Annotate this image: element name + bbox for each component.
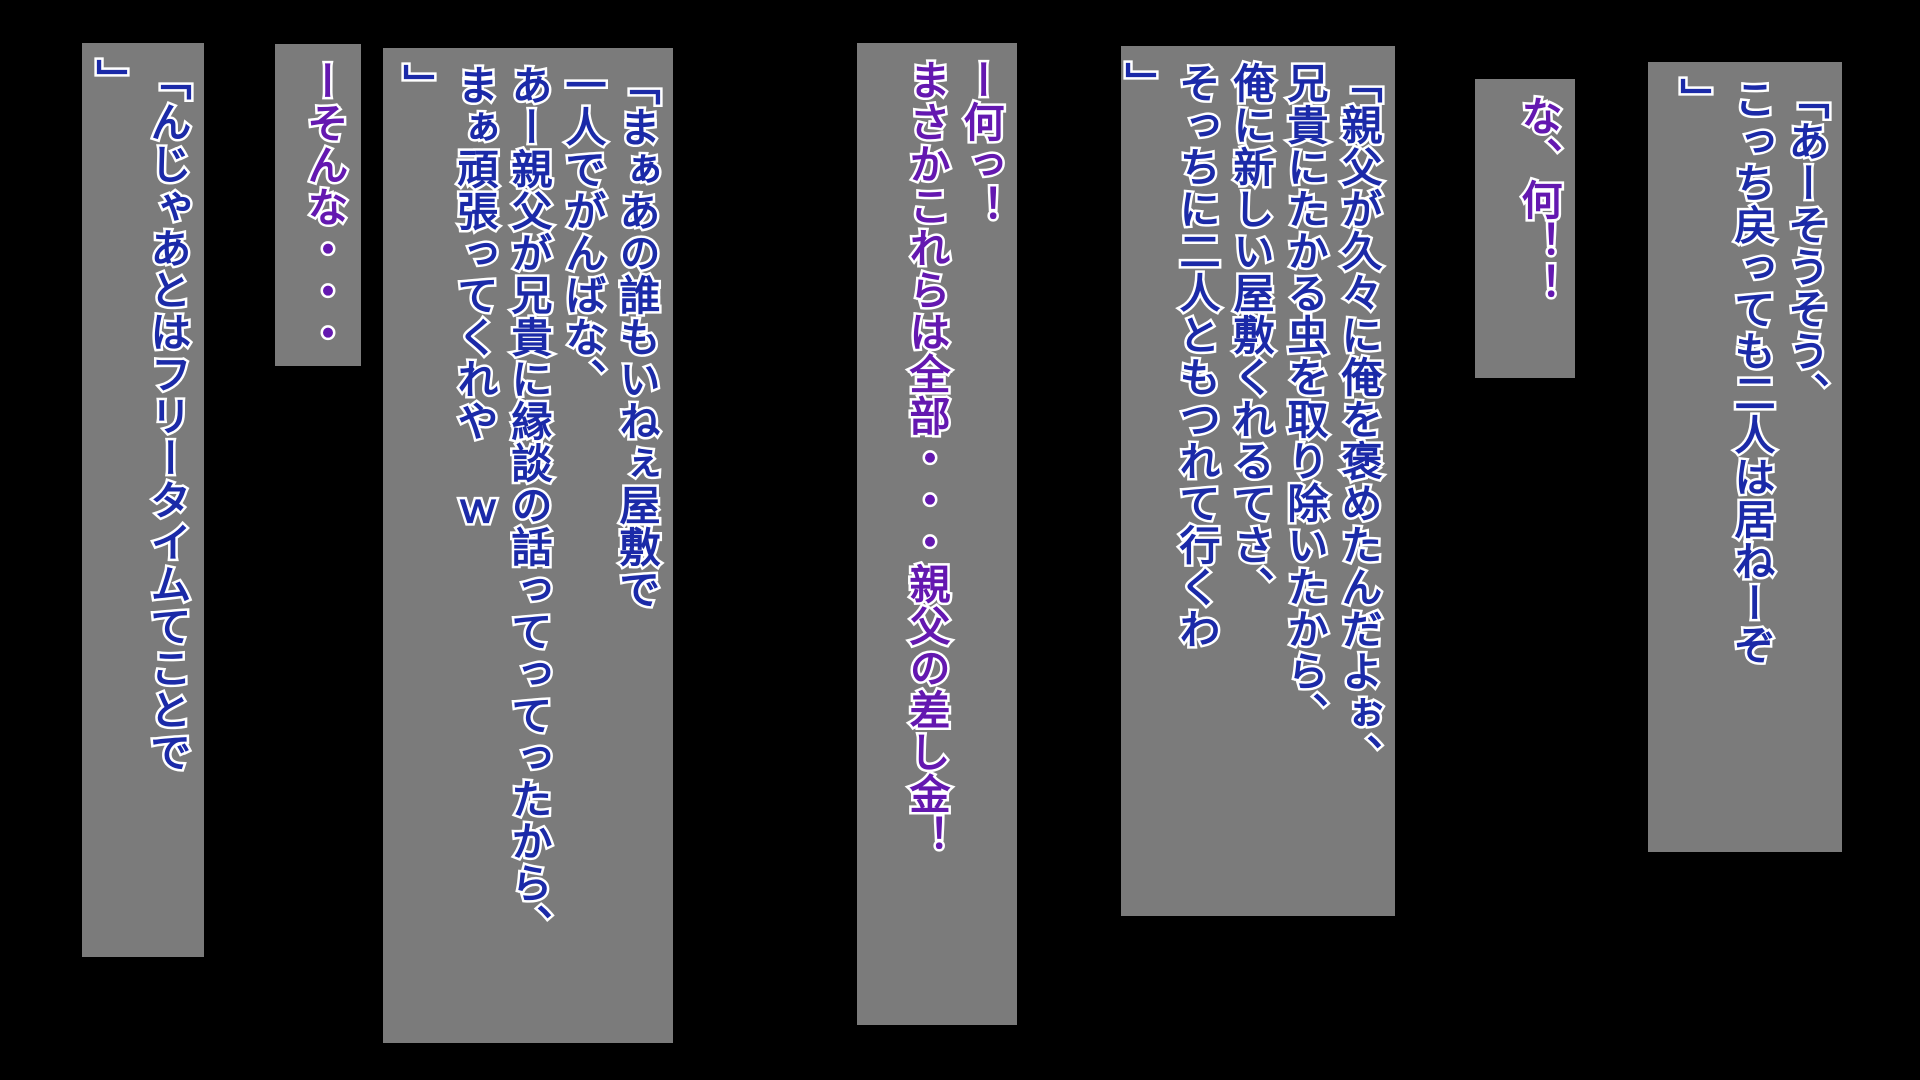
dialogue-box-exclaim: な、何！！ (1475, 79, 1575, 378)
dialogue-line: あー親父が兄貴に縁談の話ってってったから、 (502, 62, 555, 949)
dialogue-line: 「んじゃあとはフリータイムてことで (141, 57, 194, 776)
dialogue-close-bracket: 」 (87, 57, 140, 104)
dialogue-line: 「親父が久々に俺を褒めたんだよぉ、 (1332, 60, 1385, 779)
dialogue-close-bracket: 」 (394, 62, 447, 109)
dialogue-line: まぁ頑張ってくれや ｗ (448, 62, 501, 536)
dialogue-box-nani: ー何っ！ まさかこれらは全部・・・親父の差し金！ (857, 43, 1017, 1025)
dialogue-box-father: 「親父が久々に俺を褒めたんだよぉ、 兄貴にたかる虫を取り除いたから、 俺に新しい… (1121, 46, 1395, 916)
dialogue-line: 兄貴にたかる虫を取り除いたから、 (1278, 60, 1331, 737)
dialogue-line: 「あーそうそう、 (1779, 76, 1832, 417)
dialogue-line: な、何！！ (1512, 93, 1565, 308)
dialogue-box-sonna: ーそんな・・・ (275, 44, 361, 366)
dialogue-box-mansion: 「まぁあの誰もいねぇ屋敷で 一人でがんばな、 あー親父が兄貴に縁談の話ってってっ… (383, 48, 673, 1043)
dialogue-close-bracket: 」 (1121, 60, 1169, 107)
dialogue-line: 「まぁあの誰もいねぇ屋敷で (610, 62, 663, 613)
dialogue-line: そっちに二人ともつれて行くわ (1170, 60, 1223, 653)
dialogue-box-opening: 「あーそうそう、 こっち戻っても二人は居ねーぞ 」 (1648, 62, 1842, 852)
dialogue-line: ーそんな・・・ (298, 58, 351, 357)
dialogue-line: まさかこれらは全部・・・親父の差し金！ (900, 57, 953, 860)
dialogue-close-bracket: 」 (1671, 76, 1724, 123)
dialogue-line: ー何っ！ (954, 57, 1007, 230)
dialogue-line: こっち戻っても二人は居ねーぞ (1725, 76, 1778, 669)
dialogue-line: 俺に新しい屋敷くれるてさ、 (1224, 60, 1277, 611)
dialogue-box-freetime: 「んじゃあとはフリータイムてことで 」 (82, 43, 204, 957)
dialogue-line: 一人でがんばな、 (556, 62, 609, 403)
